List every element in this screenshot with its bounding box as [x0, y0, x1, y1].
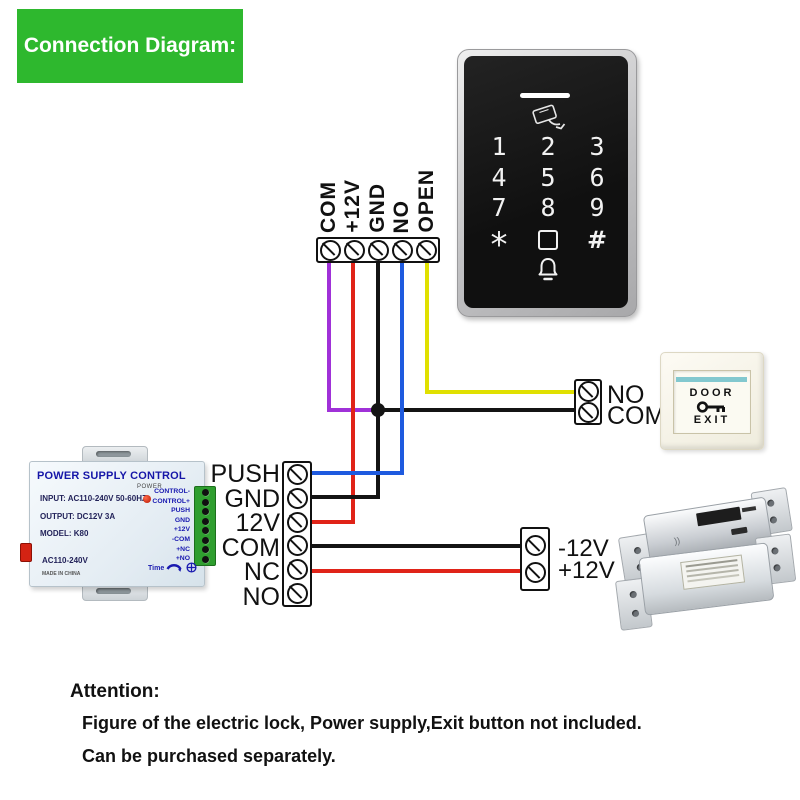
keypad-led-bar [520, 93, 570, 98]
time-dial-icon [166, 564, 182, 572]
wire-exit-com-black [378, 408, 574, 412]
terminal-screw [286, 487, 308, 509]
wire-exit-no-yellow [425, 390, 574, 394]
terminal-screw [577, 381, 599, 402]
wire-gnd-black-horizontal [311, 495, 380, 499]
top-terminal-label-gnd: GND [366, 183, 389, 233]
psu-power-label: POWER [137, 484, 163, 490]
key-4: 4 [491, 162, 507, 192]
psu-time-label: Time [148, 565, 165, 572]
wire-12v-red-horizontal [311, 520, 355, 524]
key-7: 7 [491, 192, 507, 222]
lock-label-sticker [680, 554, 746, 590]
terminal-screw [286, 558, 308, 580]
terminal-screw [367, 239, 389, 261]
keypad-terminal-block [316, 237, 440, 263]
bell-icon [538, 258, 558, 281]
exit-button-door-text: DOOR [689, 387, 735, 399]
mid-terminal-label-no: NO [242, 583, 281, 611]
psu-terminal-labels: CONTROL- CONTROL+ PUSH GND +12V -COM +NC… [152, 488, 190, 563]
psu-power-connector [20, 543, 32, 562]
terminal-screw [415, 239, 437, 261]
terminal-screw [286, 511, 308, 533]
attention-line2: Can be purchased separately. [82, 746, 336, 766]
terminal-screw [524, 535, 546, 556]
psu-power-led [143, 495, 151, 503]
wire-lock-plus12v-red [311, 569, 521, 573]
key-1: 1 [491, 131, 507, 161]
top-terminal-label-open: OPEN [415, 169, 438, 233]
attention-title: Attention: [70, 681, 160, 702]
key-star: * [490, 225, 508, 265]
diagram-title-banner: Connection Diagram: [17, 9, 243, 83]
psu-mount-slot-bottom [96, 588, 131, 594]
key-icon [696, 401, 725, 413]
mid-terminal-label-12v: 12V [235, 509, 280, 537]
exit-button-stripe [676, 377, 747, 382]
key-square [532, 224, 564, 256]
psu-model: MODEL: K80 [40, 529, 89, 538]
terminal-screw [391, 239, 413, 261]
exit-terminal-label-com: COM [607, 402, 666, 430]
terminal-screw [319, 239, 341, 261]
psu-terminal-block [282, 461, 312, 607]
psu-title: POWER SUPPLY CONTROL [37, 470, 186, 482]
mid-terminal-label-com: COM [221, 534, 280, 562]
key-2: 2 [540, 131, 556, 161]
key-5: 5 [540, 162, 556, 192]
mid-terminal-label-gnd: GND [224, 485, 280, 513]
terminal-screw [577, 402, 599, 423]
terminal-screw [286, 582, 308, 604]
terminal-screw [286, 535, 308, 557]
terminal-screw [343, 239, 365, 261]
top-terminal-label-com: COM [317, 181, 340, 233]
diagram-title: Connection Diagram: [23, 34, 237, 57]
attention-line1: Figure of the electric lock, Power suppl… [82, 713, 642, 733]
top-terminal-label-12v: +12V [341, 179, 364, 233]
wire-lock-minus12v-black [311, 544, 521, 548]
psu-mount-slot-top [96, 451, 131, 457]
psu-made-in: MADE IN CHINA [42, 571, 81, 577]
wire-no-blue-vertical [400, 263, 404, 475]
wire-open-yellow-vertical [425, 263, 429, 394]
lock-label-dark [696, 506, 742, 527]
wire-12v-red-vertical [351, 263, 355, 524]
terminal-screw [286, 464, 308, 486]
key-3: 3 [589, 131, 605, 161]
wire-junction-dot [371, 403, 385, 417]
card-swipe-icon [532, 104, 566, 130]
psu-input-spec: INPUT: AC110-240V 50-60HZ [40, 494, 147, 503]
adjust-screw-icon [186, 562, 197, 573]
top-terminal-label-no: NO [390, 199, 413, 234]
lock-terminal-label-minus12v: -12V [558, 535, 609, 562]
mid-terminal-label-nc: NC [243, 558, 280, 586]
wire-push-blue-horizontal [311, 471, 404, 475]
key-8: 8 [540, 192, 556, 222]
key-hash: # [586, 226, 608, 254]
lock-terminal-block [520, 527, 550, 591]
key-9: 9 [589, 192, 605, 222]
psu-voltage: AC110-240V [42, 556, 88, 565]
lock-terminal-label-plus12v: +12V [558, 557, 615, 584]
mid-terminal-label-push: PUSH [210, 460, 280, 488]
psu-output-spec: OUTPUT: DC12V 3A [40, 512, 116, 521]
wire-gnd-black-vertical [376, 263, 380, 499]
psu-green-terminal-strip [194, 486, 216, 566]
access-keypad [464, 56, 628, 308]
exit-terminal-label-no: NO [607, 381, 645, 409]
key-6: 6 [589, 162, 605, 192]
wire-com-purple-vertical [327, 263, 331, 412]
terminal-screw [524, 562, 546, 583]
exit-terminal-block [574, 379, 602, 425]
square-icon [538, 230, 558, 250]
exit-button-exit-text: EXIT [693, 414, 731, 426]
